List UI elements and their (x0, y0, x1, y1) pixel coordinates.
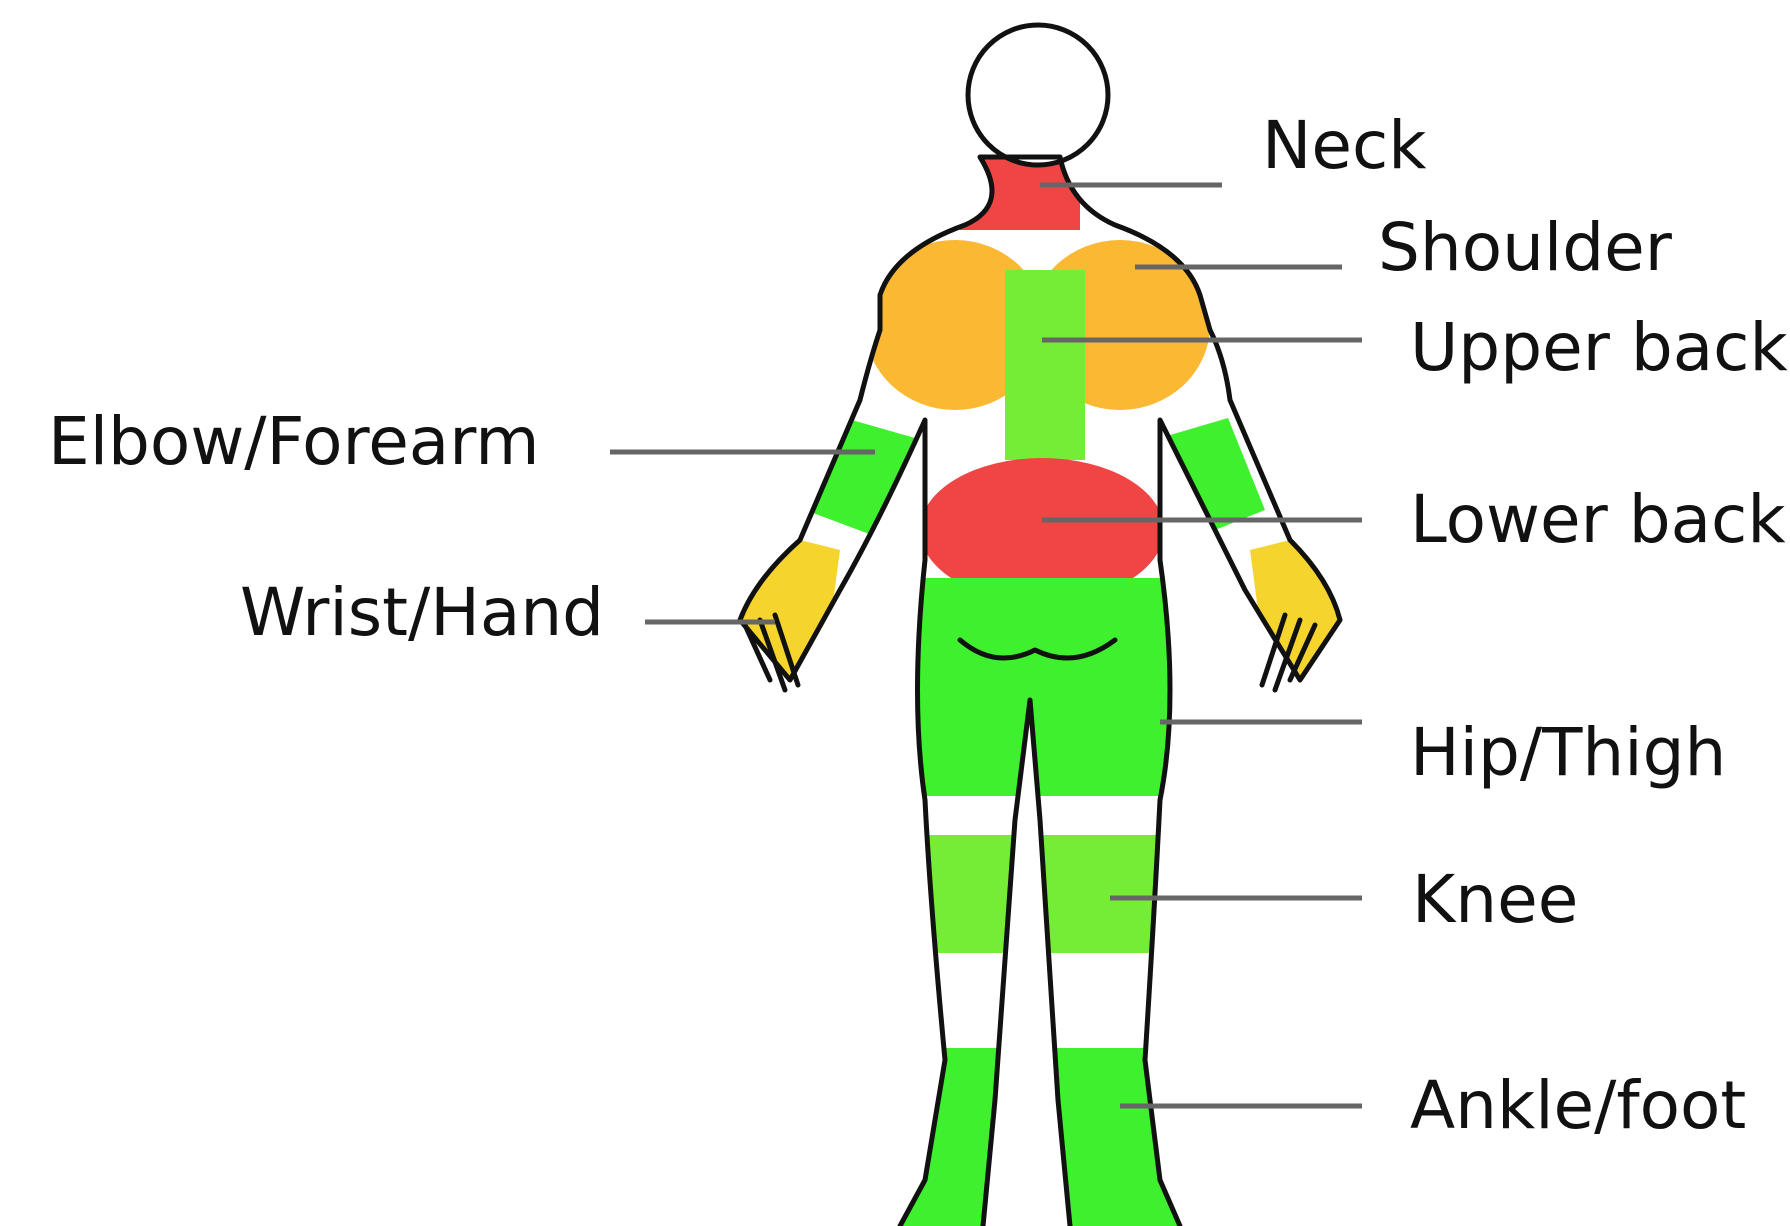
label-ankle-foot: Ankle/foot (1410, 1067, 1746, 1144)
hip-thigh-region (900, 578, 1190, 796)
label-knee: Knee (1412, 861, 1578, 938)
label-lower-back: Lower back (1410, 481, 1786, 558)
ankle-foot-region (880, 1048, 1200, 1226)
upper-back-region (1005, 270, 1085, 460)
label-upper-back: Upper back (1410, 309, 1788, 386)
label-shoulder: Shoulder (1378, 209, 1673, 286)
label-hip-thigh: Hip/Thigh (1410, 714, 1726, 791)
body-regions (730, 150, 1360, 1226)
label-neck: Neck (1262, 107, 1427, 184)
head (968, 25, 1108, 165)
label-wrist-hand: Wrist/Hand (240, 574, 604, 651)
label-elbow-forearm: Elbow/Forearm (48, 403, 540, 480)
